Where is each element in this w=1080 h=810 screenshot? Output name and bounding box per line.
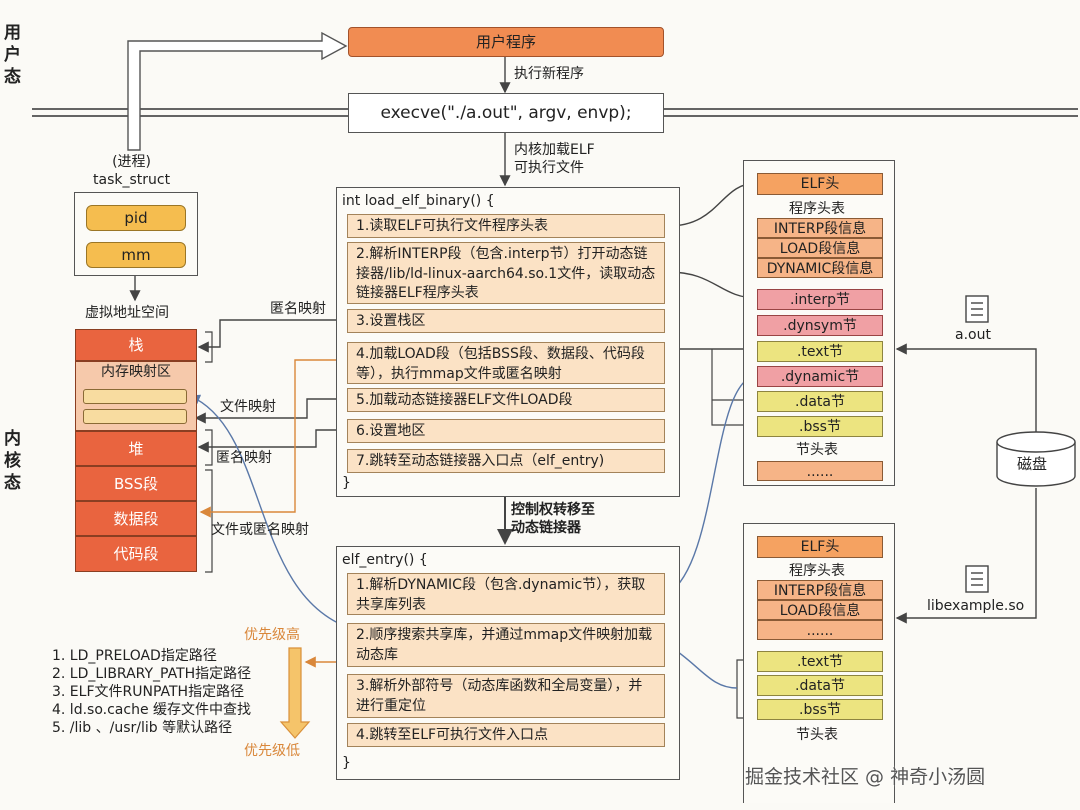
user-program-box: 用户程序 [348, 27, 664, 57]
disk-label: 磁盘 [1017, 455, 1048, 473]
search-path-2: 2. LD_LIBRARY_PATH指定路径 [52, 666, 252, 682]
search-path-3: 3. ELF文件RUNPATH指定路径 [52, 684, 245, 700]
load-step-4: 4.加载LOAD段（包括BSS段、数据段、代码段等），执行mmap文件或匿名映射 [347, 342, 665, 384]
exec-new-label: 执行新程序 [514, 66, 584, 82]
elf-entry-panel: elf_entry() { 1.解析DYNAMIC段（包含.dynamic节），… [336, 546, 680, 780]
so-section-data: .data节 [757, 675, 883, 696]
search-path-5: 5. /lib 、/usr/lib 等默认路径 [52, 720, 233, 736]
aout-phdr-load: LOAD段信息 [757, 238, 883, 258]
load-step-7: 7.跳转至动态链接器入口点（elf_entry) [347, 449, 665, 473]
file-map-label: 文件映射 [220, 399, 276, 415]
hollow-up-arrow [127, 31, 348, 151]
user-mode-label: 用户态 [4, 23, 21, 87]
priority-low-label: 优先级低 [244, 743, 300, 759]
disk-icon [996, 431, 1076, 487]
kernel-load-label: 内核加载ELF 可执行文件 [514, 142, 595, 176]
pid-field: pid [86, 205, 186, 231]
load-step-3: 3.设置栈区 [347, 309, 665, 333]
load-step-2: 2.解析INTERP段（包含.interp节）打开动态链接器/lib/ld-li… [347, 242, 665, 304]
mm-field: mm [86, 242, 186, 268]
load-elf-binary-panel: int load_elf_binary() { 1.读取ELF可执行文件程序头表… [336, 187, 680, 497]
segment-heap: 堆 [75, 431, 197, 466]
so-file-layout: ELF头 程序头表 INTERP段信息 LOAD段信息 ...... .text… [743, 523, 895, 803]
so-phdr-interp: INTERP段信息 [757, 580, 883, 600]
anon-map-label-2: 匿名映射 [216, 450, 272, 466]
so-filename: libexample.so [927, 598, 1025, 614]
segment-stack: 栈 [75, 329, 197, 361]
anon-map-label-1: 匿名映射 [270, 301, 326, 317]
load-elf-header: int load_elf_binary() { [342, 193, 495, 209]
aout-section-interp: .interp节 [757, 289, 883, 310]
aout-section-bss: .bss节 [757, 416, 883, 437]
entry-step-3: 3.解析外部符号（动态库函数和全局变量），并进行重定位 [347, 674, 665, 718]
aout-phdr-interp: INTERP段信息 [757, 218, 883, 238]
aout-document-icon [965, 295, 989, 323]
load-step-5: 5.加载动态链接器ELF文件LOAD段 [347, 388, 665, 412]
file-or-anon-label: 文件或匿名映射 [211, 522, 309, 538]
priority-arrow [279, 647, 311, 739]
so-phdr-dots: ...... [757, 620, 883, 640]
so-document-icon [965, 565, 989, 593]
aout-section-text: .text节 [757, 341, 883, 362]
elf-entry-header: elf_entry() { [342, 552, 428, 568]
mmap-slot-2 [83, 409, 187, 424]
aout-phdr-dynamic: DYNAMIC段信息 [757, 258, 883, 278]
transfer-label: 控制权转移至 动态链接器 [511, 502, 595, 536]
aout-filename: a.out [955, 327, 991, 343]
segment-code: 代码段 [75, 536, 197, 572]
mmap-slot-1 [83, 389, 187, 404]
load-step-6: 6.设置地区 [347, 419, 665, 443]
watermark: 掘金技术社区 @ 神奇小汤圆 [745, 766, 986, 788]
execve-box: execve("./a.out", argv, envp); [348, 93, 664, 133]
elf-entry-footer: } [342, 755, 351, 771]
so-shdr-title: 节头表 [796, 727, 838, 743]
segment-data: 数据段 [75, 501, 197, 536]
so-elf-header: ELF头 [757, 536, 883, 558]
load-elf-footer: } [342, 475, 351, 491]
aout-section-dynsym: .dynsym节 [757, 315, 883, 336]
so-phdr-title: 程序头表 [789, 563, 845, 579]
task-struct-title: (进程) task_struct [93, 154, 171, 188]
segment-bss: BSS段 [75, 466, 197, 501]
search-path-1: 1. LD_PRELOAD指定路径 [52, 648, 217, 664]
aout-section-dynamic: .dynamic节 [757, 366, 883, 387]
task-struct-box: pid mm [74, 192, 198, 276]
so-section-bss: .bss节 [757, 699, 883, 720]
aout-elf-header: ELF头 [757, 173, 883, 195]
aout-section-data: .data节 [757, 391, 883, 412]
aout-shdr-title: 节头表 [796, 442, 838, 458]
priority-high-label: 优先级高 [244, 627, 300, 643]
so-phdr-load: LOAD段信息 [757, 600, 883, 620]
entry-step-1: 1.解析DYNAMIC段（包含.dynamic节），获取共享库列表 [347, 573, 665, 615]
vaddr-label: 虚拟地址空间 [85, 305, 169, 321]
entry-step-4: 4.跳转至ELF可执行文件入口点 [347, 723, 665, 747]
search-path-4: 4. ld.so.cache 缓存文件中查找 [52, 702, 252, 718]
kernel-mode-label: 内核态 [4, 429, 21, 493]
so-section-text: .text节 [757, 651, 883, 672]
load-step-1: 1.读取ELF可执行文件程序头表 [347, 214, 665, 238]
aout-phdr-title: 程序头表 [789, 201, 845, 217]
aout-shdr-dots: ...... [757, 461, 883, 481]
aout-file-layout: ELF头 程序头表 INTERP段信息 LOAD段信息 DYNAMIC段信息 .… [743, 160, 895, 486]
segment-mmap-label: 内存映射区 [101, 364, 171, 380]
entry-step-2: 2.顺序搜索共享库，并通过mmap文件映射加载动态库 [347, 623, 665, 667]
